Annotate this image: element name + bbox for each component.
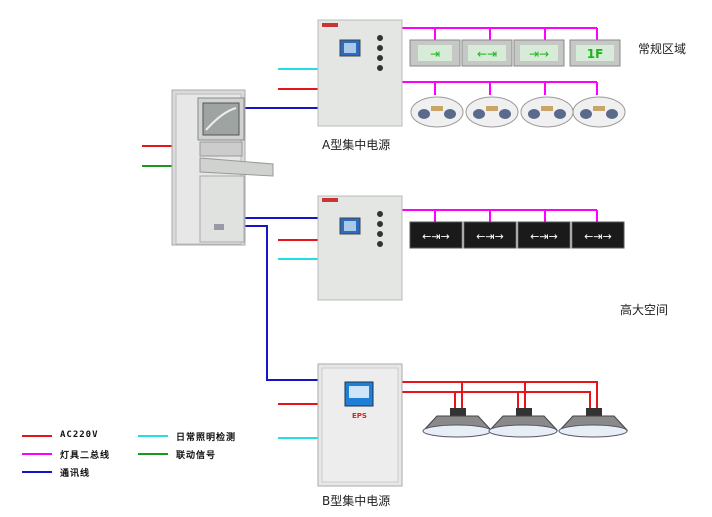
highbay-light-3 bbox=[558, 408, 629, 438]
exit-sign-regular-1: ⇥ bbox=[409, 39, 461, 67]
area-label-regular: 常规区域 bbox=[638, 42, 687, 56]
highbay-light-row bbox=[422, 408, 629, 438]
power-a-label: A型集中电源 bbox=[322, 138, 391, 152]
exit-sign-regular-3: ⇥→ bbox=[513, 39, 565, 67]
emergency-light-4 bbox=[572, 96, 626, 128]
exit-sign-regular-2: ←⇥ bbox=[461, 39, 513, 67]
a1-bus-signs bbox=[402, 27, 598, 40]
emergency-light-row bbox=[410, 96, 626, 128]
legend-label-1: 灯具二总线 bbox=[60, 451, 111, 461]
floor-sign-text: 1F bbox=[587, 47, 604, 61]
svg-text:←⇥→: ←⇥→ bbox=[584, 230, 612, 243]
svg-text:←⇥: ←⇥ bbox=[477, 47, 497, 61]
svg-text:⇥: ⇥ bbox=[430, 47, 440, 61]
legend-line-4 bbox=[138, 453, 168, 455]
legend-label-0: AC220V bbox=[60, 430, 99, 440]
legend-label-2: 通讯线 bbox=[60, 469, 91, 479]
b-type-eps-cabinet bbox=[317, 363, 403, 487]
a-type-power-cabinet-middle bbox=[317, 195, 403, 301]
highbay-light-1 bbox=[422, 408, 493, 438]
b-comm-wire bbox=[244, 225, 318, 381]
area-label-high-space: 高大空间 bbox=[620, 303, 669, 317]
emergency-light-1 bbox=[410, 96, 464, 128]
legend-line-3 bbox=[138, 435, 168, 437]
a2-bus-signs bbox=[402, 209, 598, 222]
exit-sign-row-high-space: ←⇥→ ←⇥→ ←⇥→ ←⇥→ bbox=[409, 221, 625, 249]
exit-sign-high-3: ←⇥→ bbox=[517, 221, 571, 249]
legend-line-2 bbox=[22, 471, 52, 473]
floor-sign-regular-4: 1F bbox=[569, 39, 621, 67]
eps-badge: EPS bbox=[352, 412, 367, 420]
exit-sign-row-regular: ⇥ ←⇥ ⇥→ 1F bbox=[409, 39, 621, 67]
exit-sign-high-2: ←⇥→ bbox=[463, 221, 517, 249]
exit-sign-high-4: ←⇥→ bbox=[571, 221, 625, 249]
legend-line-1 bbox=[22, 453, 52, 455]
control-console bbox=[171, 89, 274, 246]
emergency-light-2 bbox=[465, 96, 519, 128]
legend-label-3: 日常照明检测 bbox=[176, 433, 237, 443]
b-ac-out bbox=[402, 381, 598, 410]
a-type-power-cabinet-top bbox=[317, 19, 403, 127]
highbay-light-2 bbox=[488, 408, 559, 438]
exit-sign-high-1: ←⇥→ bbox=[409, 221, 463, 249]
svg-text:⇥→: ⇥→ bbox=[529, 47, 549, 61]
a1-bus-lights bbox=[402, 81, 598, 95]
svg-text:←⇥→: ←⇥→ bbox=[422, 230, 450, 243]
power-b-label: B型集中电源 bbox=[322, 494, 391, 508]
svg-text:←⇥→: ←⇥→ bbox=[476, 230, 504, 243]
svg-text:←⇥→: ←⇥→ bbox=[530, 230, 558, 243]
emergency-light-3 bbox=[520, 96, 574, 128]
legend-line-0 bbox=[22, 435, 52, 437]
legend-label-4: 联动信号 bbox=[176, 451, 217, 461]
